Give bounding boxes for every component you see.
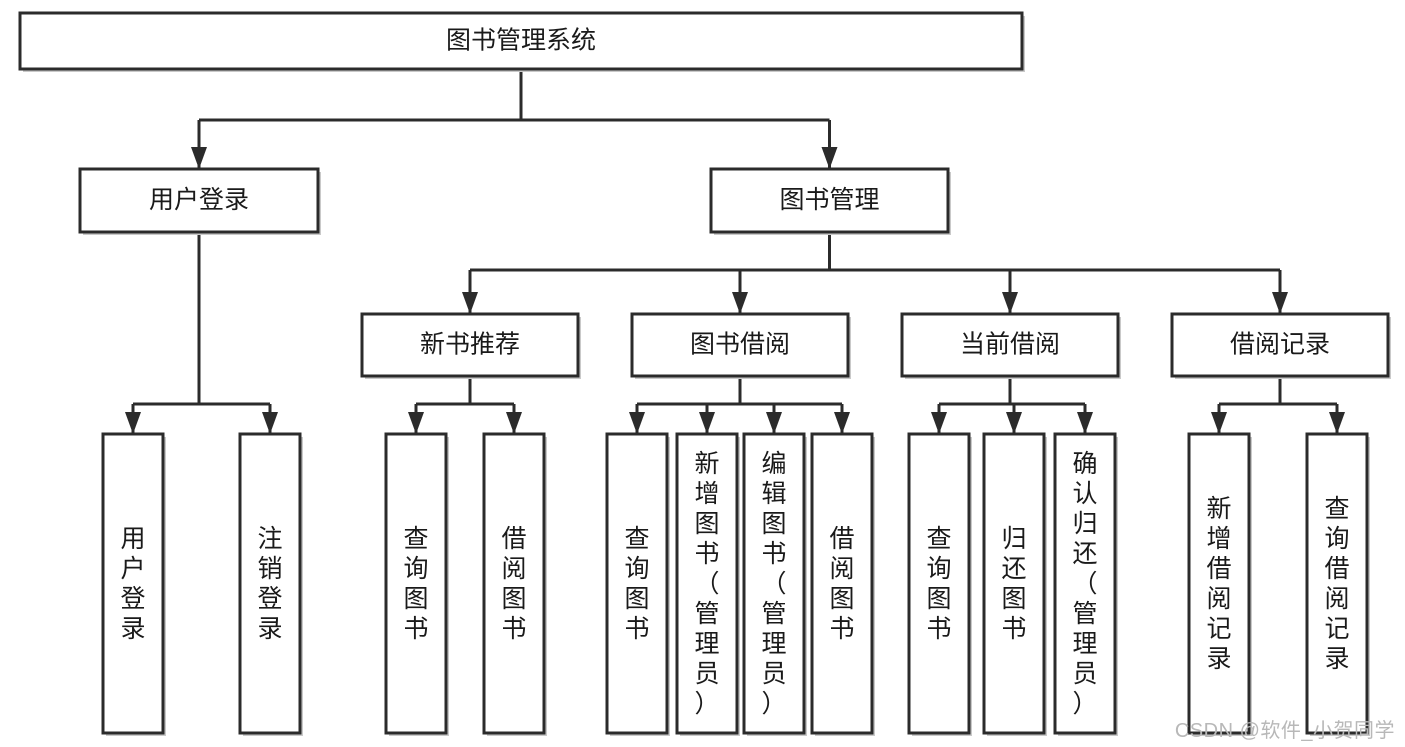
arrow-head-icon: [262, 412, 278, 434]
node-box[interactable]: [907, 432, 971, 735]
node-label: 归还图书: [1001, 525, 1026, 643]
node-box[interactable]: [709, 167, 950, 234]
node-label: 查询图书: [624, 525, 649, 643]
node-box[interactable]: [101, 432, 165, 735]
node-leaf-add-book[interactable]: 新增图书（管理员）: [675, 432, 740, 736]
node-leaf-query-book-2[interactable]: 查询图书: [605, 432, 670, 736]
node-label: 图书管理: [779, 186, 879, 214]
node-label: 查询借阅记录: [1324, 495, 1349, 673]
node-box[interactable]: [675, 432, 739, 735]
arrow-head-icon: [732, 292, 748, 314]
node-box[interactable]: [605, 432, 669, 735]
node-borrow-record[interactable]: 借阅记录: [1170, 312, 1391, 379]
node-box[interactable]: [360, 312, 580, 378]
node-box[interactable]: [1053, 432, 1117, 735]
node-root-system[interactable]: 图书管理系统: [18, 11, 1025, 72]
node-label: 用户登录: [120, 525, 145, 643]
node-label: 图书借阅: [690, 331, 790, 359]
node-leaf-confirm-return[interactable]: 确认归还（管理员）: [1053, 432, 1118, 736]
node-leaf-edit-book[interactable]: 编辑图书（管理员）: [742, 432, 807, 736]
arrow-head-icon: [506, 412, 522, 434]
node-box[interactable]: [18, 11, 1024, 71]
arrow-head-icon: [1272, 292, 1288, 314]
node-box[interactable]: [1187, 432, 1251, 735]
node-box[interactable]: [810, 432, 874, 735]
node-box[interactable]: [742, 432, 806, 735]
node-label: 借阅图书: [501, 525, 526, 643]
node-leaf-borrow-book-2[interactable]: 借阅图书: [810, 432, 875, 736]
node-book-manage[interactable]: 图书管理: [709, 167, 951, 235]
arrow-head-icon: [1006, 412, 1022, 434]
arrow-head-icon: [408, 412, 424, 434]
arrow-head-icon: [462, 292, 478, 314]
node-box[interactable]: [78, 167, 320, 234]
node-current-borrow[interactable]: 当前借阅: [900, 312, 1121, 379]
arrow-head-icon: [1077, 412, 1093, 434]
node-label: 确认归还（管理员）: [1072, 450, 1097, 718]
arrow-head-icon: [821, 147, 838, 169]
node-label: 图书管理系统: [446, 27, 596, 55]
node-new-book-rec[interactable]: 新书推荐: [360, 312, 581, 379]
node-leaf-query-book-1[interactable]: 查询图书: [384, 432, 449, 736]
node-label: 用户登录: [149, 186, 249, 214]
node-box[interactable]: [238, 432, 302, 735]
arrow-head-icon: [1211, 412, 1227, 434]
arrow-head-icon: [1002, 292, 1018, 314]
node-label: 借阅图书: [829, 525, 854, 643]
node-book-borrow[interactable]: 图书借阅: [630, 312, 851, 379]
node-box[interactable]: [900, 312, 1120, 378]
node-leaf-query-book-3[interactable]: 查询图书: [907, 432, 972, 736]
node-user-login[interactable]: 用户登录: [78, 167, 321, 235]
node-box[interactable]: [1170, 312, 1390, 378]
node-box[interactable]: [630, 312, 850, 378]
node-box[interactable]: [482, 432, 546, 735]
node-box[interactable]: [1305, 432, 1369, 735]
arrow-head-icon: [834, 412, 850, 434]
arrow-head-icon: [931, 412, 947, 434]
node-label: 新书推荐: [420, 331, 520, 359]
watermark-text: CSDN @软件_小贺同学: [1174, 720, 1395, 742]
node-leaf-borrow-book-1[interactable]: 借阅图书: [482, 432, 547, 736]
node-label: 查询图书: [403, 525, 428, 643]
node-label: 注销登录: [257, 525, 282, 643]
arrow-head-icon: [125, 412, 141, 434]
node-label: 查询图书: [926, 525, 951, 643]
arrow-head-icon: [629, 412, 645, 434]
node-label: 借阅记录: [1230, 331, 1330, 359]
node-label: 编辑图书（管理员）: [761, 450, 786, 718]
arrow-head-icon: [699, 412, 715, 434]
node-layer: 图书管理系统用户登录图书管理新书推荐图书借阅当前借阅借阅记录用户登录注销登录查询…: [18, 11, 1391, 736]
node-leaf-query-record[interactable]: 查询借阅记录: [1305, 432, 1370, 736]
node-label: 新增图书（管理员）: [694, 450, 719, 718]
arrow-head-icon: [766, 412, 782, 434]
node-leaf-user-login[interactable]: 用户登录: [101, 432, 166, 736]
node-leaf-add-record[interactable]: 新增借阅记录: [1187, 432, 1252, 736]
arrow-head-icon: [1329, 412, 1345, 434]
node-leaf-logout[interactable]: 注销登录: [238, 432, 303, 736]
connector-layer: [125, 69, 1345, 434]
node-label: 新增借阅记录: [1206, 495, 1231, 673]
node-box[interactable]: [982, 432, 1046, 735]
node-box[interactable]: [384, 432, 448, 735]
node-leaf-return-book[interactable]: 归还图书: [982, 432, 1047, 736]
node-label: 当前借阅: [960, 331, 1060, 359]
arrow-head-icon: [191, 147, 207, 169]
